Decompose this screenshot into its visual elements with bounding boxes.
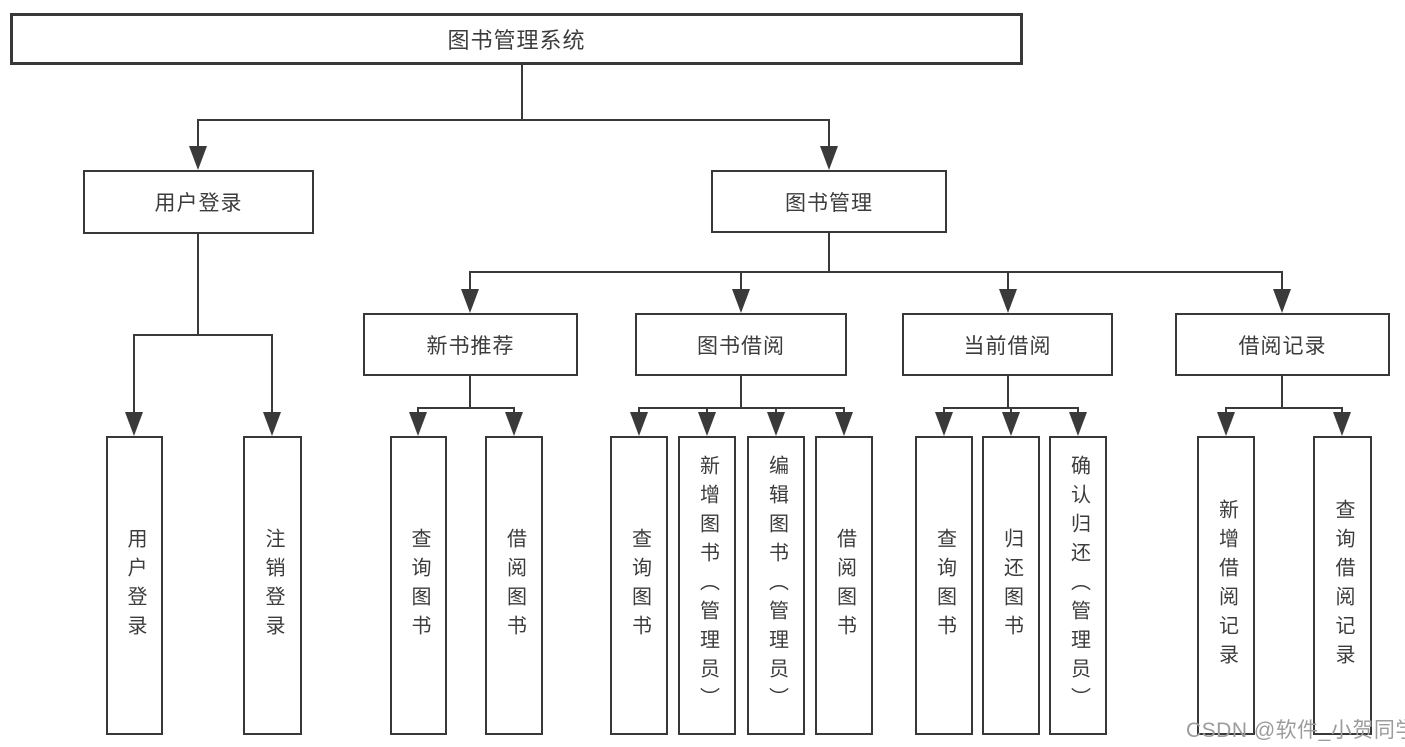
node-borrowing-records: 借阅记录 <box>1175 313 1390 376</box>
node-label: 确认归还（管理员） <box>1067 455 1090 716</box>
node-book-management: 图书管理 <box>711 170 947 233</box>
node-label: 借阅记录 <box>1238 334 1327 358</box>
node-label: 借阅图书 <box>503 527 526 644</box>
node-label: 查询借阅记录 <box>1332 498 1354 673</box>
node-query-books-borrow: 查询图书 <box>610 436 668 735</box>
node-current-borrowing: 当前借阅 <box>902 313 1113 376</box>
node-label: 用户登录 <box>154 192 243 215</box>
node-label: 图书管理 <box>785 191 873 215</box>
node-label: 查询图书 <box>933 527 956 644</box>
node-label: 图书借阅 <box>697 334 785 358</box>
node-label: 当前借阅 <box>963 334 1052 358</box>
node-user-login: 用户登录 <box>83 170 314 234</box>
csdn-watermark: CSDN @软件_小贺同学 <box>1186 719 1405 742</box>
node-query-books-recommend: 查询图书 <box>390 436 447 735</box>
node-label: 归还图书 <box>1000 527 1023 644</box>
node-query-books-current: 查询图书 <box>915 436 973 735</box>
node-new-book-recommend: 新书推荐 <box>363 313 578 376</box>
node-label: 查询图书 <box>628 527 651 644</box>
node-borrow-books-recommend: 借阅图书 <box>485 436 543 735</box>
node-user-login-action: 用户登录 <box>106 436 163 735</box>
node-edit-book-admin: 编辑图书（管理员） <box>747 436 805 735</box>
node-add-book-admin: 新增图书（管理员） <box>678 436 736 735</box>
node-logout: 注销登录 <box>243 436 302 735</box>
node-label: 查询图书 <box>408 527 430 644</box>
node-book-borrowing: 图书借阅 <box>635 313 847 376</box>
node-label: 新增借阅记录 <box>1215 498 1238 673</box>
node-add-borrow-record: 新增借阅记录 <box>1197 436 1255 735</box>
node-label: 新增图书（管理员） <box>696 455 719 716</box>
node-borrow-books: 借阅图书 <box>815 436 873 735</box>
node-label: 新书推荐 <box>426 334 515 358</box>
node-return-book: 归还图书 <box>982 436 1040 735</box>
node-label: 用户登录 <box>124 527 146 644</box>
node-label: 图书管理系统 <box>447 28 586 53</box>
node-library-system: 图书管理系统 <box>10 13 1023 65</box>
node-label: 编辑图书（管理员） <box>765 455 788 716</box>
node-label: 注销登录 <box>262 527 284 644</box>
node-label: 借阅图书 <box>833 527 856 644</box>
node-query-borrow-record: 查询借阅记录 <box>1313 436 1372 735</box>
node-confirm-return-admin: 确认归还（管理员） <box>1049 436 1107 735</box>
